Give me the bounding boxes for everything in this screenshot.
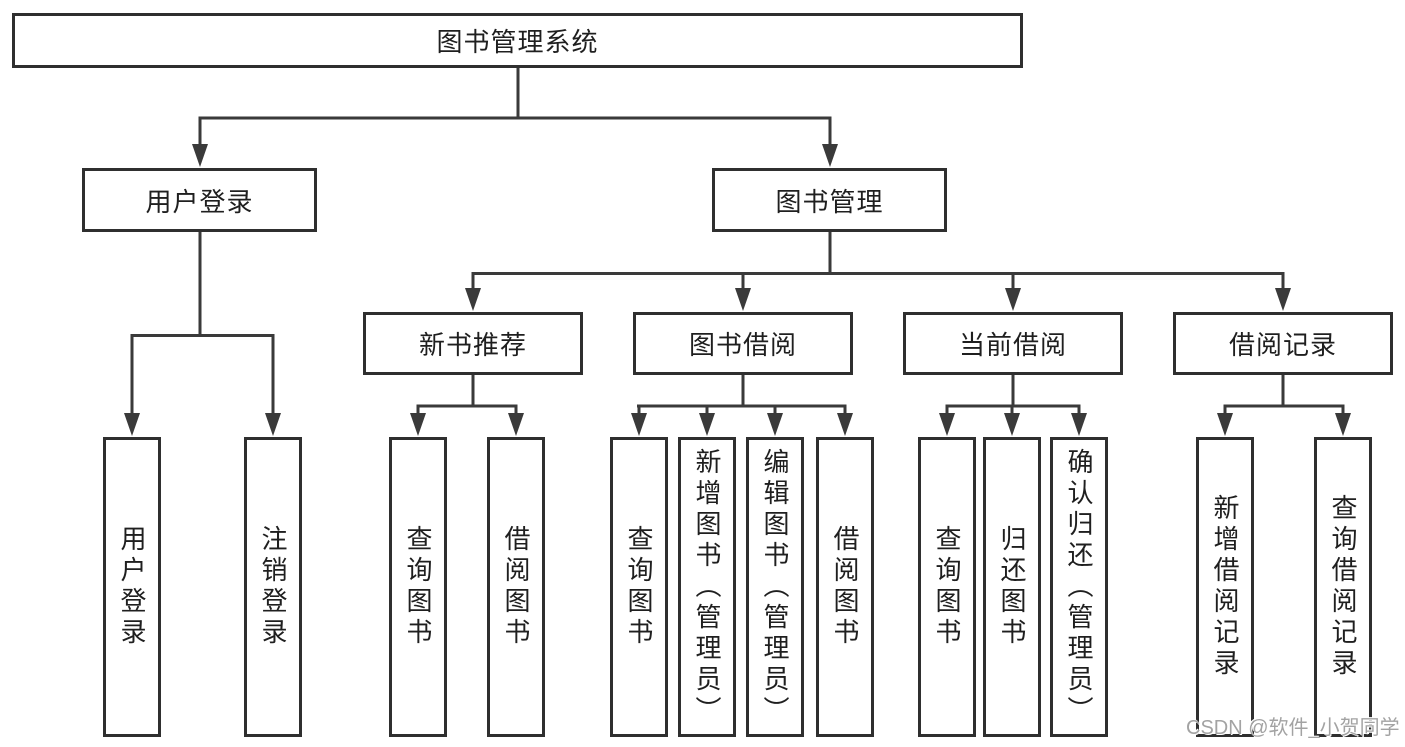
- node-label: 图书借阅: [688, 330, 797, 360]
- leaf-logout: 注销登录: [244, 437, 302, 737]
- arrow-down-icon: [265, 413, 281, 436]
- node-label: 当前借阅: [958, 330, 1067, 360]
- leaf-label: 新增图书（管理员）: [692, 447, 722, 727]
- leaf-label: 新增借阅记录: [1210, 494, 1240, 680]
- arrow-down-icon: [939, 413, 955, 436]
- arrow-down-icon: [631, 413, 647, 436]
- leaf-label: 借阅图书: [830, 525, 860, 649]
- arrow-down-icon: [1335, 413, 1351, 436]
- leaf-add-books-admin: 新增图书（管理员）: [678, 437, 736, 737]
- leaf-search-books-recommend: 查询图书: [389, 437, 447, 737]
- arrow-down-icon: [1217, 413, 1233, 436]
- arrow-down-icon: [1005, 288, 1021, 311]
- leaf-borrow-books-recommend: 借阅图书: [487, 437, 545, 737]
- node-label: 新书推荐: [418, 330, 527, 360]
- node-label: 图书管理: [775, 186, 884, 217]
- arrow-down-icon: [767, 413, 783, 436]
- leaf-add-borrow-record: 新增借阅记录: [1196, 437, 1254, 737]
- leaf-label: 用户登录: [117, 525, 147, 649]
- leaf-return-books: 归还图书: [983, 437, 1041, 737]
- watermark-text: CSDN @软件_小贺同学: [1186, 717, 1400, 739]
- leaf-user-login: 用户登录: [103, 437, 161, 737]
- leaf-label: 注销登录: [258, 525, 288, 649]
- arrow-down-icon: [822, 144, 838, 167]
- node-library-management-system: 图书管理系统: [12, 13, 1023, 68]
- node-new-book-recommendation: 新书推荐: [363, 312, 583, 375]
- node-label: 借阅记录: [1228, 330, 1337, 360]
- leaf-label: 借阅图书: [501, 525, 531, 649]
- node-user-login: 用户登录: [82, 168, 317, 232]
- leaf-label: 查询图书: [624, 525, 654, 649]
- leaf-label: 确认归还（管理员）: [1064, 447, 1094, 727]
- arrow-down-icon: [837, 413, 853, 436]
- arrow-down-icon: [735, 288, 751, 311]
- arrow-down-icon: [124, 413, 140, 436]
- arrow-down-icon: [465, 288, 481, 311]
- leaf-label: 查询图书: [932, 525, 962, 649]
- arrow-down-icon: [192, 144, 208, 167]
- leaf-search-books-borrowing: 查询图书: [610, 437, 668, 737]
- node-borrowing-records: 借阅记录: [1173, 312, 1393, 375]
- leaf-label: 归还图书: [997, 525, 1027, 649]
- arrow-down-icon: [1004, 413, 1020, 436]
- leaf-borrow-books: 借阅图书: [816, 437, 874, 737]
- arrow-down-icon: [699, 413, 715, 436]
- arrow-down-icon: [1275, 288, 1291, 311]
- leaf-label: 查询图书: [403, 525, 433, 649]
- arrow-down-icon: [410, 413, 426, 436]
- arrow-down-icon: [1071, 413, 1087, 436]
- leaf-label: 查询借阅记录: [1328, 494, 1358, 680]
- node-label: 用户登录: [145, 186, 254, 217]
- arrow-down-icon: [508, 413, 524, 436]
- node-book-management: 图书管理: [712, 168, 947, 232]
- leaf-search-books-current: 查询图书: [918, 437, 976, 737]
- leaf-confirm-return-admin: 确认归还（管理员）: [1050, 437, 1108, 737]
- leaf-label: 编辑图书（管理员）: [760, 447, 790, 727]
- node-label: 图书管理系统: [436, 27, 599, 57]
- leaf-edit-books-admin: 编辑图书（管理员）: [746, 437, 804, 737]
- node-book-borrowing: 图书借阅: [633, 312, 853, 375]
- node-current-borrowing: 当前借阅: [903, 312, 1123, 375]
- leaf-search-borrow-record: 查询借阅记录: [1314, 437, 1372, 737]
